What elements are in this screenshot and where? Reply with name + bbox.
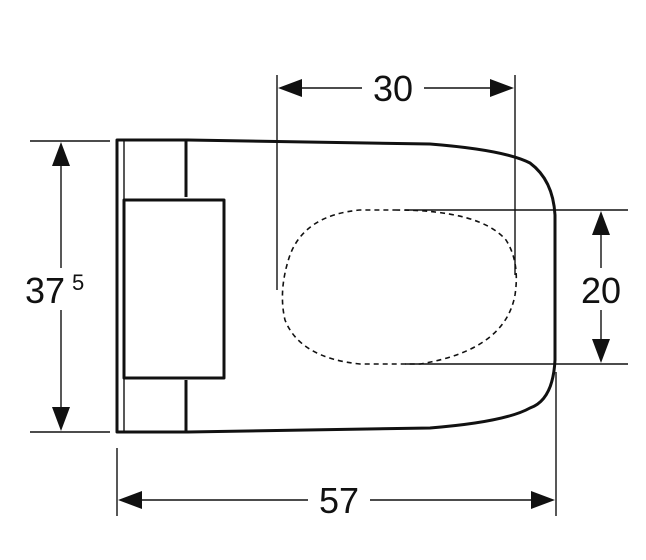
hinge-block: [122, 198, 226, 380]
dimension-label-30: 30: [373, 68, 413, 109]
seat-outline: [115, 138, 557, 434]
dimension-width-bottom: 57: [116, 372, 557, 521]
dimension-label-20: 20: [581, 270, 621, 311]
bowl-opening-dashed: [281, 209, 518, 365]
dimension-label-57: 57: [319, 480, 359, 521]
dimension-height-right: 20: [405, 209, 632, 365]
dimension-label-37: 37: [25, 270, 65, 311]
dimension-height-left: 37 5: [22, 140, 110, 433]
dimension-label-superscript-5: 5: [72, 270, 84, 295]
dimension-width-top: 30: [276, 68, 516, 290]
